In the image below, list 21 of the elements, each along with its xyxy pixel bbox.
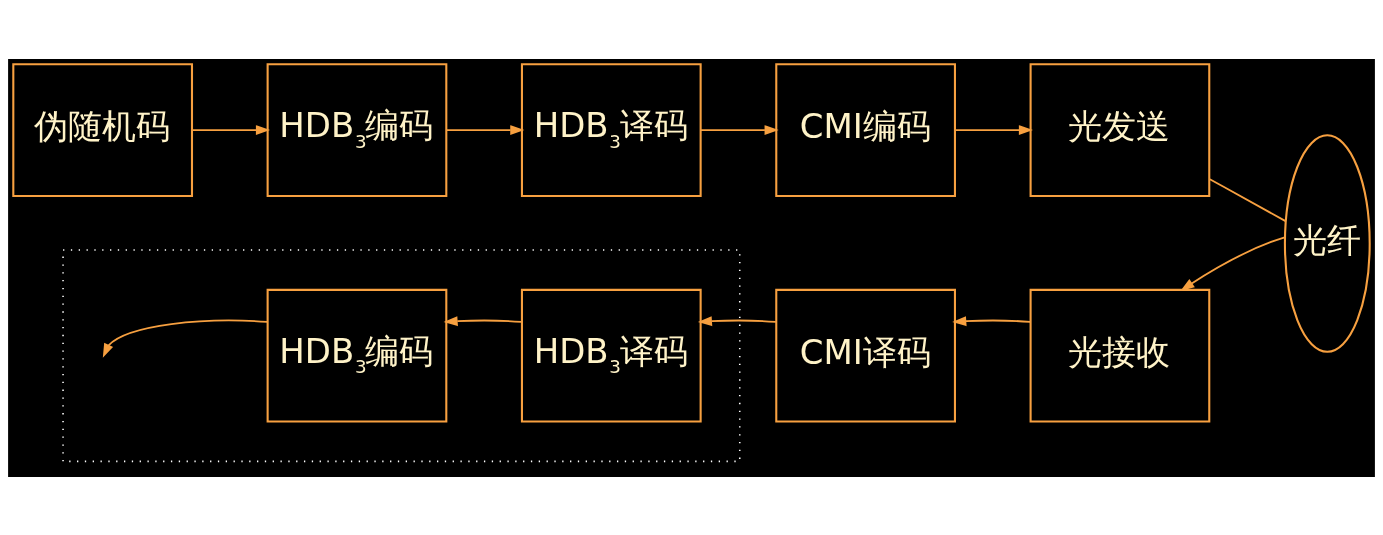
arrow xyxy=(697,315,777,326)
node-box: HDB$_{3}$编码 xyxy=(266,62,448,197)
arrow xyxy=(952,315,1032,326)
arrow xyxy=(445,124,525,135)
node-ellipse: 光纤 xyxy=(1283,133,1371,353)
connector xyxy=(1208,177,1287,222)
arrow xyxy=(102,319,269,358)
node-box: HDB$_{3}$译码 xyxy=(520,288,702,423)
arrow xyxy=(191,124,271,135)
node-box: 光接收 xyxy=(1029,288,1211,423)
node-box: CMI译码 xyxy=(775,288,956,423)
cluster xyxy=(62,248,741,462)
node-box: 光发送 xyxy=(1029,62,1211,197)
node-box: 伪随机码 xyxy=(12,62,194,197)
node-box: HDB$_{3}$译码 xyxy=(520,62,702,197)
node-box: HDB$_{3}$编码 xyxy=(266,288,448,423)
arrow xyxy=(954,124,1033,135)
arrow xyxy=(699,124,779,135)
arrow xyxy=(1180,235,1286,291)
arrow xyxy=(443,315,523,326)
node-box: CMI编码 xyxy=(775,62,956,197)
